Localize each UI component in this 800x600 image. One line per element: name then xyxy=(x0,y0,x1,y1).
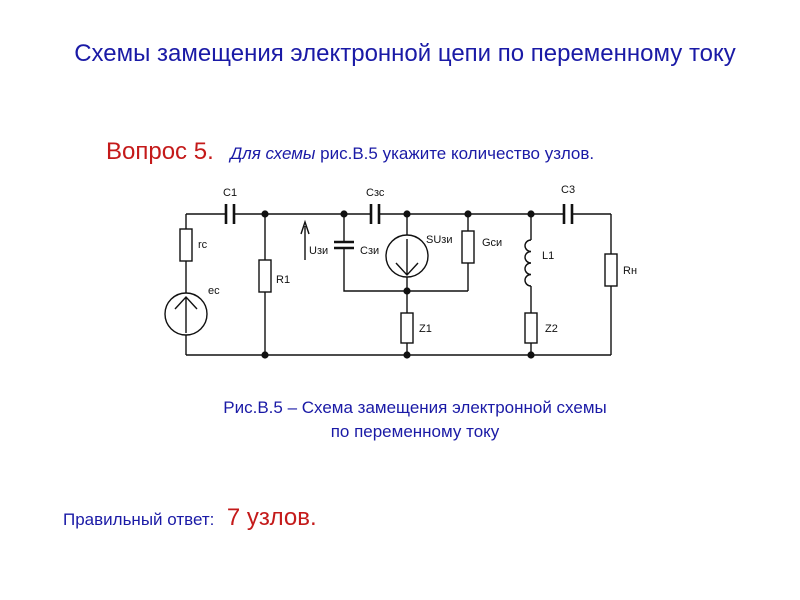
question-text: Для схемы рис.В.5 укажите количество узл… xyxy=(230,144,594,163)
label-r1: R1 xyxy=(276,274,290,286)
label-c1: C1 xyxy=(223,187,237,199)
label-rc: rc xyxy=(198,239,208,251)
node-dot xyxy=(261,210,269,218)
node-dot xyxy=(403,210,411,218)
impedance-z1 xyxy=(400,312,414,344)
answer-label: Правильный ответ: xyxy=(63,510,215,529)
answer: Правильный ответ: 7 узлов. xyxy=(63,504,317,532)
label-czc: Cзс xyxy=(366,187,385,199)
uzi-arrow xyxy=(300,219,310,260)
resistor-r1 xyxy=(258,259,272,293)
node-dot xyxy=(403,351,411,359)
node-dot xyxy=(527,210,535,218)
source-suzi-arrow xyxy=(395,239,419,277)
label-czi: Cзи xyxy=(360,245,379,257)
capacitor-c1 xyxy=(224,204,236,224)
resistor-rc xyxy=(179,228,193,262)
label-z1: Z1 xyxy=(419,323,432,335)
slide-title: Схемы замещения электронной цепи по пере… xyxy=(74,40,736,67)
caption-line-2: по переменному току xyxy=(330,422,500,441)
label-uzi: Uзи xyxy=(309,245,328,257)
question: Вопрос 5. Для схемы рис.В.5 укажите коли… xyxy=(106,138,594,166)
label-c3: C3 xyxy=(561,184,575,196)
source-suzi xyxy=(385,234,429,278)
label-ec: ec xyxy=(208,285,220,297)
node-dot xyxy=(464,210,472,218)
impedance-z2 xyxy=(524,312,538,344)
label-z2: Z2 xyxy=(545,323,558,335)
node-dot xyxy=(527,351,535,359)
inductor-l1 xyxy=(524,239,532,287)
question-text-italic: Для схемы xyxy=(230,144,316,163)
resistor-rn xyxy=(604,253,618,287)
czi-wire xyxy=(343,214,468,292)
label-gsi: Gси xyxy=(482,237,502,249)
node-dot xyxy=(340,210,348,218)
node-dot xyxy=(403,287,411,295)
source-ec-arrow xyxy=(174,295,198,333)
caption-line-1: Рис.В.5 – Схема замещения электронной сх… xyxy=(223,398,607,417)
resistor-gsi xyxy=(461,230,475,264)
question-text-rest: рис.В.5 укажите количество узлов. xyxy=(320,144,595,163)
capacitor-c3 xyxy=(562,204,574,224)
label-rn: Rн xyxy=(623,265,637,277)
label-suzi: SUзи xyxy=(426,234,452,246)
question-label: Вопрос 5. xyxy=(106,138,214,165)
capacitor-czi xyxy=(334,240,354,250)
node-dot xyxy=(261,351,269,359)
capacitor-czc xyxy=(369,204,381,224)
source-ec xyxy=(164,292,208,336)
answer-value: 7 узлов. xyxy=(226,504,317,531)
figure-caption: Рис.В.5 – Схема замещения электронной сх… xyxy=(150,396,680,444)
label-l1: L1 xyxy=(542,250,554,262)
